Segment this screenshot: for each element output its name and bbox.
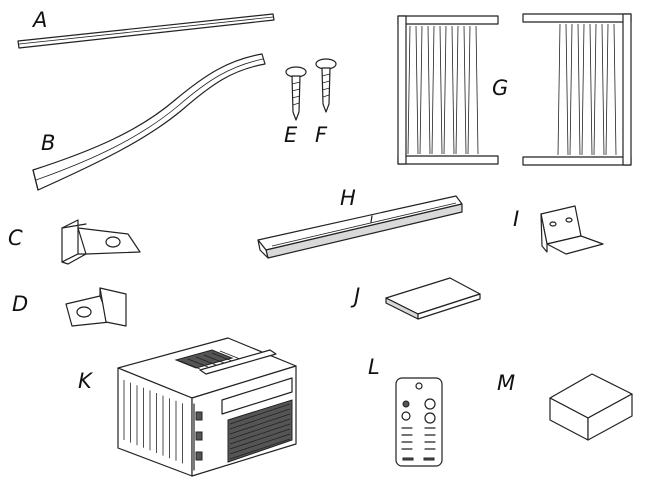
part-k-air-conditioner-icon	[117, 337, 297, 477]
detail-stroke	[613, 23, 617, 156]
detail-stroke	[229, 433, 291, 455]
detail-stroke	[219, 350, 241, 360]
detail-stroke	[229, 413, 291, 435]
part-b-foam-seal-icon	[32, 53, 266, 191]
detail-stroke	[455, 25, 459, 155]
part-f-screw-icon	[315, 58, 337, 113]
detail-stroke	[203, 354, 225, 364]
label-h: H	[340, 186, 356, 210]
detail-stroke	[431, 25, 435, 155]
label-d: D	[12, 292, 28, 316]
detail-stroke	[195, 356, 217, 366]
part-g-right-panel-icon	[522, 13, 632, 166]
detail-stroke	[229, 428, 291, 450]
detail-stroke	[439, 25, 443, 155]
part-c-bracket-icon	[61, 219, 141, 265]
detail-stroke	[601, 23, 605, 156]
detail-stroke	[407, 25, 411, 155]
detail-stroke	[475, 25, 479, 155]
detail-stroke	[427, 25, 431, 155]
detail-stroke	[569, 23, 573, 156]
detail-stroke	[229, 408, 291, 430]
part-d-bracket-icon	[65, 287, 127, 327]
label-c: C	[8, 226, 23, 250]
detail-stroke	[557, 23, 561, 156]
detail-stroke	[229, 418, 291, 440]
label-j: J	[350, 284, 360, 308]
detail-stroke	[415, 25, 419, 155]
detail-stroke	[229, 438, 291, 460]
label-a: A	[31, 8, 47, 32]
detail-stroke	[463, 25, 467, 155]
label-g: G	[492, 76, 508, 100]
detail-stroke	[443, 25, 447, 155]
detail-stroke	[565, 23, 569, 156]
detail-stroke	[467, 25, 471, 155]
label-i: I	[513, 207, 519, 231]
detail-stroke	[577, 23, 581, 156]
label-l: L	[368, 355, 380, 379]
label-k: K	[78, 369, 94, 393]
detail-stroke	[419, 25, 423, 155]
detail-stroke	[211, 352, 233, 362]
label-m: M	[497, 371, 515, 395]
part-l-remote-icon	[395, 377, 443, 467]
detail-stroke	[229, 403, 291, 425]
part-h-channel-icon	[257, 195, 463, 259]
part-j-pad-icon	[385, 277, 481, 320]
detail-stroke	[451, 25, 455, 155]
detail-stroke	[229, 423, 291, 445]
detail-stroke	[593, 23, 597, 156]
part-a-top-rail-icon	[17, 13, 275, 49]
part-g-left-panel-icon	[397, 15, 499, 165]
detail-stroke	[179, 360, 201, 370]
detail-stroke	[605, 23, 609, 156]
part-i-bracket-icon	[540, 205, 604, 255]
detail-stroke	[589, 23, 593, 156]
detail-stroke	[187, 358, 209, 368]
label-b: B	[41, 131, 55, 155]
part-m-block-icon	[549, 373, 633, 441]
detail-stroke	[581, 23, 585, 156]
label-e: E	[284, 123, 298, 147]
label-f: F	[315, 123, 328, 147]
part-e-screw-icon	[285, 66, 307, 121]
